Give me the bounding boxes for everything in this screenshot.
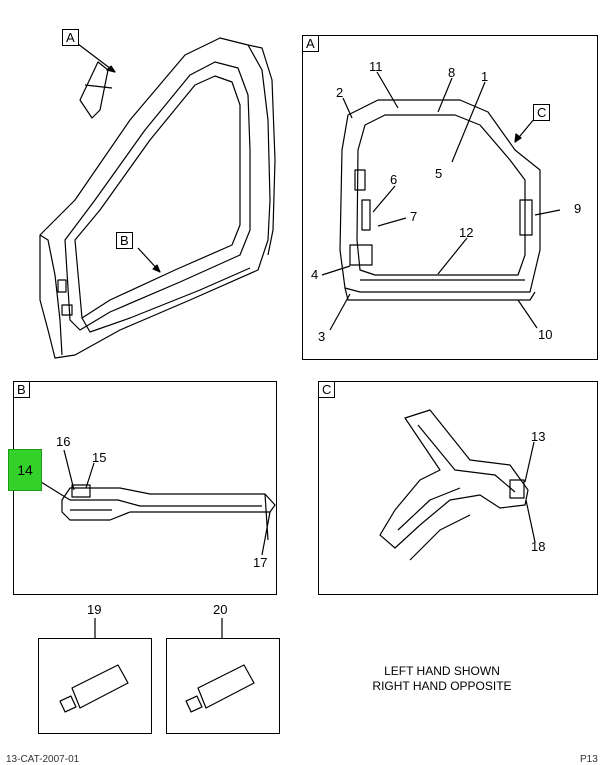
callout-2: 2 bbox=[336, 85, 344, 100]
tube-19-drawing bbox=[59, 664, 129, 713]
callout-12: 12 bbox=[459, 225, 474, 240]
panel-a-label: A bbox=[302, 35, 319, 52]
detail-a-body bbox=[339, 99, 541, 301]
kit-box-20 bbox=[166, 638, 280, 734]
callout-18: 18 bbox=[531, 539, 546, 554]
note-line-1: LEFT HAND SHOWN bbox=[384, 664, 500, 678]
tube-20-drawing bbox=[185, 664, 255, 713]
callout-20: 20 bbox=[213, 602, 228, 617]
footer-right: P13 bbox=[580, 754, 598, 765]
callout-10: 10 bbox=[538, 327, 553, 342]
callout-13: 13 bbox=[531, 429, 546, 444]
detail-panel-b bbox=[13, 381, 277, 595]
callout-19: 19 bbox=[87, 602, 102, 617]
detail-panel-a bbox=[302, 35, 598, 360]
footer-left: 13-CAT-2007-01 bbox=[6, 754, 80, 765]
view-label-c-in-a: C bbox=[533, 104, 551, 121]
callout-14-highlighted: 14 bbox=[8, 449, 42, 491]
note-line-2: RIGHT HAND OPPOSITE bbox=[372, 679, 512, 693]
callout-3: 3 bbox=[318, 329, 326, 344]
callout-16: 16 bbox=[56, 434, 71, 449]
view-label-a-overview: A bbox=[62, 29, 79, 46]
detail-panel-c bbox=[318, 381, 598, 595]
detail-b-rocker bbox=[61, 484, 276, 541]
callout-6: 6 bbox=[390, 172, 398, 187]
kit-box-19 bbox=[38, 638, 152, 734]
callout-15: 15 bbox=[92, 450, 107, 465]
callout-7: 7 bbox=[410, 209, 418, 224]
view-label-b-overview: B bbox=[116, 232, 133, 249]
overview-body-side bbox=[39, 37, 276, 359]
callout-17: 17 bbox=[253, 555, 268, 570]
callout-11: 11 bbox=[369, 59, 383, 74]
panel-b-label: B bbox=[13, 381, 30, 398]
callout-8: 8 bbox=[448, 65, 456, 80]
callout-4: 4 bbox=[311, 267, 319, 282]
callout-1: 1 bbox=[481, 69, 489, 84]
detail-c-corner bbox=[379, 409, 529, 561]
callout-9: 9 bbox=[574, 201, 582, 216]
panel-c-label: C bbox=[318, 381, 336, 398]
callout-5: 5 bbox=[435, 166, 443, 181]
